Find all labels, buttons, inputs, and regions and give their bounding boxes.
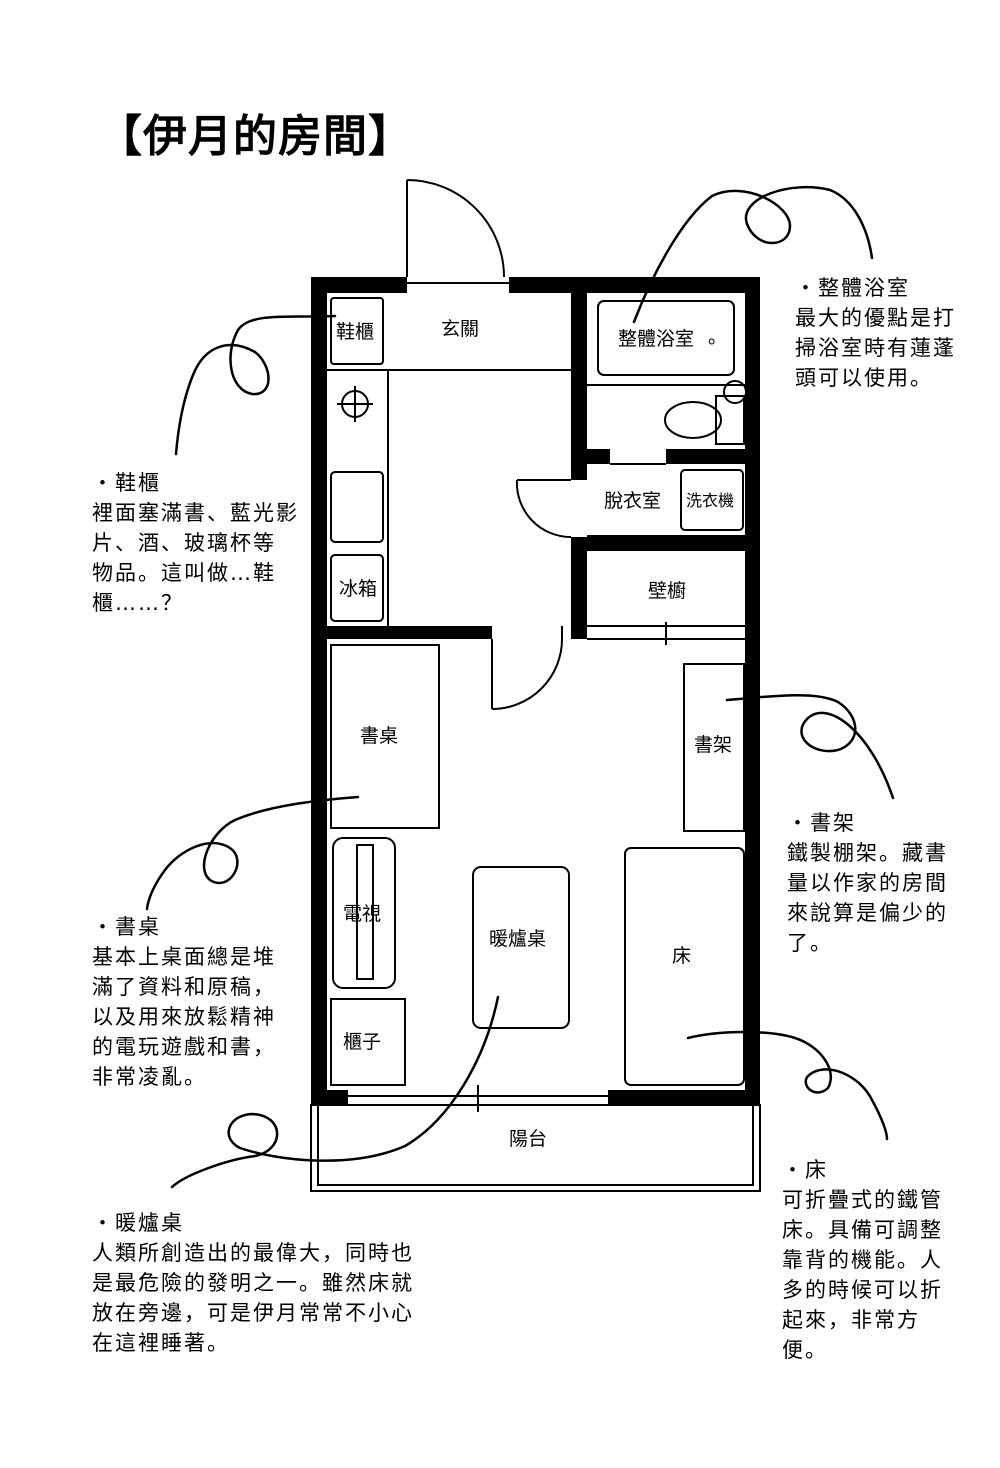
kotatsu: [472, 866, 570, 1029]
label-closet: 壁櫥: [648, 580, 686, 602]
note-kotatsu: ・暖爐桌 人類所創造出的最偉大，同時也 是最危險的發明之一。雖然床就 放在旁邊，…: [92, 1208, 414, 1358]
room-labels: 鞋櫃 玄關 整體浴室 。 脫衣室 洗衣機 冰箱 壁櫥 書桌 書架 電視 暖爐桌 …: [336, 318, 734, 1150]
note-bed-line: 起來，非常方: [782, 1308, 920, 1332]
note-shoe-line: 片、酒、玻璃杯等: [92, 531, 276, 555]
cabinet: [330, 998, 406, 1086]
doors: [406, 179, 666, 710]
label-unit-bath: 整體浴室: [618, 328, 694, 350]
note-bed-line: 靠背的機能。人: [782, 1248, 943, 1272]
note-desk-line: 以及用來放鬆精神: [92, 1005, 276, 1029]
note-bed-line: 多的時候可以折: [782, 1278, 943, 1302]
note-desk-line: 非常凌亂。: [92, 1065, 207, 1089]
note-bath-line: 最大的優點是打: [795, 306, 956, 330]
page-title: 【伊月的房間】: [98, 111, 413, 162]
toilet-bowl: [664, 401, 722, 439]
balcony: [310, 1104, 761, 1192]
label-entrance: 玄關: [441, 318, 479, 340]
note-shelf-line: 量以作家的房間: [787, 871, 948, 895]
note-bed-line: 床。具備可調整: [782, 1218, 943, 1242]
tv-stand: [332, 837, 396, 989]
note-bed-line: 便。: [782, 1338, 828, 1362]
label-balcony: 陽台: [509, 1128, 547, 1150]
note-desk-heading: ・書桌: [92, 915, 161, 939]
note-shelf-line: 了。: [787, 931, 833, 955]
fridge: [330, 554, 384, 622]
washer: [680, 469, 744, 531]
label-unit-bath-mark: 。: [708, 326, 727, 348]
bed: [624, 847, 745, 1086]
partitions: [327, 282, 745, 1112]
note-bath-heading: ・整體浴室: [795, 276, 910, 300]
bathtub: [597, 300, 735, 376]
interior-walls: [327, 293, 745, 639]
note-kotatsu-line: 人類所創造出的最偉大，同時也: [92, 1241, 414, 1265]
desk: [330, 644, 440, 829]
curve-bed: [686, 1030, 889, 1141]
note-shelf-line: 來說算是偏少的: [787, 901, 948, 925]
bookshelf: [683, 663, 745, 832]
note-kotatsu-line: 在這裡睡著。: [92, 1331, 230, 1355]
note-kotatsu-line: 是最危險的發明之一。雖然床就: [92, 1271, 414, 1295]
note-bed: ・床 可折疊式的鐵管 床。具備可調整 靠背的機能。人 多的時候可以折 起來，非常…: [782, 1155, 943, 1365]
outer-walls: [311, 277, 760, 1105]
label-bed: 床: [672, 945, 691, 967]
note-bath-line: 頭可以使用。: [795, 366, 933, 390]
bath-sink-icon: [723, 380, 747, 404]
note-bath: ・整體浴室 最大的優點是打 掃浴室時有蓮蓬 頭可以使用。: [795, 273, 956, 393]
tv: [356, 844, 374, 980]
shoe-cabinet: [330, 297, 384, 365]
note-bath-line: 掃浴室時有蓮蓬: [795, 336, 956, 360]
note-shoe-line: 櫃……？: [92, 591, 184, 615]
sink: [330, 471, 384, 543]
label-kotatsu: 暖爐桌: [489, 928, 546, 950]
label-tv: 電視: [343, 903, 381, 925]
curve-shelf: [725, 694, 895, 800]
label-changing-room: 脫衣室: [604, 490, 661, 512]
toilet-tank: [715, 395, 745, 445]
note-shelf-line: 鐵製棚架。藏書: [787, 841, 948, 865]
curve-bath: [632, 185, 874, 324]
note-kotatsu-line: 放在旁邊，可是伊月常常不小心: [92, 1301, 414, 1325]
curve-shoe: [174, 314, 337, 456]
note-shoe-cabinet: ・鞋櫃 裡面塞滿書、藍光影 片、酒、玻璃杯等 物品。這叫做…鞋 櫃……？: [92, 468, 299, 618]
note-desk: ・書桌 基本上桌面總是堆 滿了資料和原稿， 以及用來放鬆精神 的電玩遊戲和書， …: [92, 912, 276, 1092]
label-desk: 書桌: [360, 725, 398, 747]
curve-desk: [145, 795, 360, 911]
annotation-curves: [145, 185, 895, 1189]
note-bed-heading: ・床: [782, 1158, 828, 1182]
label-washer: 洗衣機: [686, 491, 734, 510]
note-shoe-line: 裡面塞滿書、藍光影: [92, 501, 299, 525]
label-shoe-cabinet: 鞋櫃: [336, 321, 374, 343]
fixtures: [330, 297, 747, 1086]
note-shoe-heading: ・鞋櫃: [92, 471, 161, 495]
label-cabinet: 櫃子: [343, 1031, 381, 1053]
curve-kotatsu: [170, 995, 500, 1189]
note-shelf-heading: ・書架: [787, 811, 856, 835]
note-bookshelf: ・書架 鐵製棚架。藏書 量以作家的房間 來說算是偏少的 了。: [787, 808, 948, 958]
note-desk-line: 的電玩遊戲和書，: [92, 1035, 276, 1059]
note-kotatsu-heading: ・暖爐桌: [92, 1211, 184, 1235]
label-bookshelf: 書架: [694, 734, 732, 756]
note-shoe-line: 物品。這叫做…鞋: [92, 561, 276, 585]
label-fridge: 冰箱: [339, 578, 377, 600]
note-desk-line: 基本上桌面總是堆: [92, 945, 276, 969]
note-desk-line: 滿了資料和原稿，: [92, 975, 276, 999]
note-bed-line: 可折疊式的鐵管: [782, 1188, 943, 1212]
